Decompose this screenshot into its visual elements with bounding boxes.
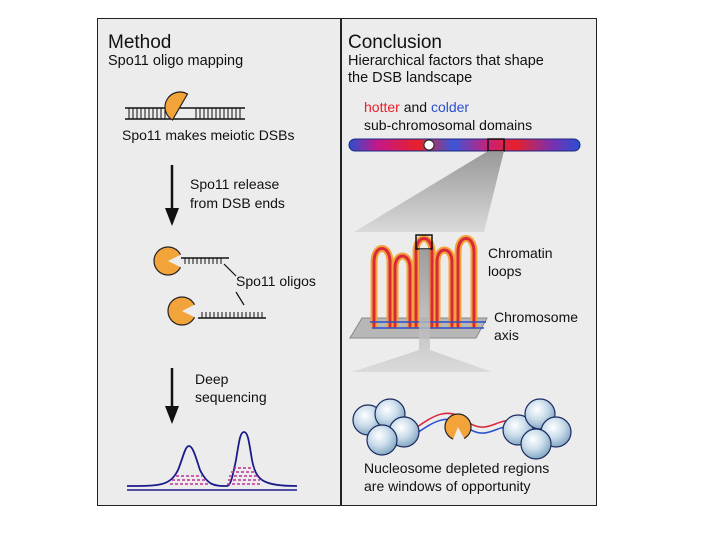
nucleosome-icon [366,424,398,456]
domains-label: sub-chromosomal domains [364,117,533,133]
spo11-protein-icon [444,413,472,442]
conclusion-subtitle-line1: Hierarchical factors that shape [348,53,544,69]
hotter-word: hotter [364,99,400,115]
nucleosome-icon [520,428,552,460]
arrow-down-icon [165,368,179,424]
step2-label-line1: Spo11 release [190,176,280,192]
axis-label-line1: Chromosome [494,309,579,325]
step1-label: Spo11 makes meiotic DSBs [122,127,295,143]
hotter-colder-label: hotter and colder [364,99,470,115]
axis-label-line2: axis [494,327,519,343]
dsb-dna [125,107,245,120]
and-word: and [399,99,431,115]
spo11-oligo-bottom [167,291,266,326]
step2-label-line2: from DSB ends [190,195,285,211]
spo11-oligo-top [153,246,237,277]
oligos-label: Spo11 oligos [236,273,316,289]
chromosome-bar [348,138,581,152]
loops-label-line1: Chromatin [488,245,553,261]
ndr-label-line1: Nucleosome depleted regions [364,460,550,476]
step3-label-line2: sequencing [195,389,267,405]
conclusion-subtitle-line2: the DSB landscape [348,70,473,86]
conclusion-title: Conclusion [348,32,442,53]
loops-label-line2: loops [488,263,522,279]
zoom-cone-bottom [352,249,492,372]
panel-divider [340,18,342,506]
arrow-down-icon [165,165,179,226]
sequencing-peaks [126,431,298,491]
zoom-cone-top [354,151,504,232]
method-title: Method [108,32,172,53]
ndr-label-line2: are windows of opportunity [364,478,531,494]
step3-label-line1: Deep [195,371,229,387]
method-subtitle: Spo11 oligo mapping [108,53,244,69]
centromere-icon [423,139,435,151]
spo11-protein-icon [164,91,189,121]
chromatin-loops [349,234,488,339]
nucleosome-array [352,398,572,460]
colder-word: colder [430,99,470,115]
